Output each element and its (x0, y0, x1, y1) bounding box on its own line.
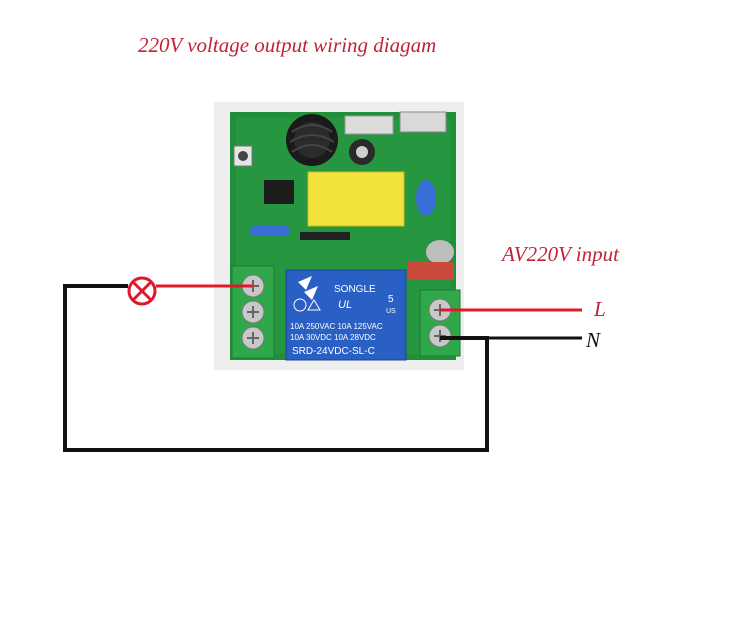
relay-model: SRD-24VDC-SL-C (292, 346, 375, 357)
ul-mark-icon: UL (338, 299, 352, 311)
antenna-coil (286, 114, 338, 166)
relay-mark-us: US (386, 308, 396, 315)
pin-header (399, 111, 447, 133)
relay-rating-line-1: 10A 250VAC 10A 125VAC (290, 322, 383, 331)
songle-logo-icon (298, 276, 318, 300)
blue-capacitor (416, 180, 436, 216)
header-connector (344, 115, 394, 135)
output-terminal-block (231, 265, 275, 359)
warning-mark-icon (307, 299, 321, 311)
resistor (250, 226, 290, 236)
ic-chip (264, 180, 294, 204)
yellow-capacitor (307, 171, 405, 227)
relay: SONGLE UL 5 US 10A 250VAC 10A 125VAC 10A… (285, 269, 407, 361)
varistor (426, 240, 454, 264)
diagram-title: 220V voltage output wiring diagam (138, 33, 437, 57)
fuse (408, 262, 454, 280)
line-label: L (594, 297, 606, 321)
neutral-loop-wire (63, 284, 582, 452)
cqc-mark-icon (293, 298, 307, 312)
relay-rating-line-2: 10A 30VDC 10A 28VDC (290, 333, 376, 342)
relay-brand: SONGLE (334, 284, 376, 295)
input-label: AV220V input (502, 242, 619, 266)
input-terminal-block (419, 289, 461, 357)
relay-mark-number: 5 (388, 294, 394, 305)
diode (300, 232, 350, 240)
lamp-icon (127, 276, 157, 306)
neutral-label: N (586, 328, 601, 352)
